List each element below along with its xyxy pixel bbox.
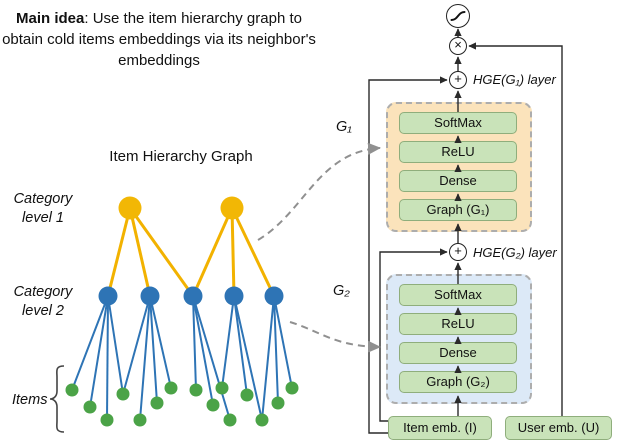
level2-edges	[71, 295, 293, 421]
user-embedding-box: User emb. (U)	[505, 416, 612, 440]
level1-edges	[106, 206, 276, 298]
g1-dashed-arrow	[257, 142, 381, 241]
hge1-layer-label: HGE(G₁) layer	[473, 72, 556, 87]
main-idea-note: Main idea: Use the item hierarchy graph …	[2, 8, 316, 71]
category-level2-nodes	[98, 286, 284, 306]
g1-tag: G₁	[336, 119, 352, 135]
items-label: Items	[12, 392, 48, 408]
multiply-op: ×	[449, 37, 467, 55]
hge2-layer-softmax: SoftMax	[399, 284, 517, 306]
main-idea-body: : Use the item hierarchy graph to obtain…	[2, 10, 316, 69]
hge1-layer-dense: Dense	[399, 170, 517, 192]
add-op-hge2: +	[449, 243, 467, 261]
category-level1-nodes	[118, 196, 244, 220]
item-nodes	[65, 381, 299, 427]
hge2-layer-graph: Graph (G₂)	[399, 371, 517, 393]
category-level1-label: Category level 1	[13, 191, 73, 226]
main-idea-heading: Main idea	[16, 10, 85, 27]
hge1-layer-graph: Graph (G₁)	[399, 199, 517, 221]
hge2-layer-relu: ReLU	[399, 313, 517, 335]
sigmoid-curve	[450, 11, 466, 21]
g2-tag: G₂	[333, 283, 350, 299]
g2-dashed-arrow	[289, 321, 381, 353]
add-op-hge1: +	[449, 71, 467, 89]
hge1-layer-softmax: SoftMax	[399, 112, 517, 134]
hge1-layer-relu: ReLU	[399, 141, 517, 163]
sigmoid-icon	[446, 4, 470, 28]
hge2-layer-dense: Dense	[399, 342, 517, 364]
graph-to-layer-arrows	[257, 142, 381, 353]
category-level2-label: Category level 2	[13, 284, 73, 319]
items-brace-icon	[49, 365, 65, 433]
hge2-layer-label: HGE(G₂) layer	[473, 245, 557, 260]
graph-title: Item Hierarchy Graph	[109, 148, 253, 165]
item-embedding-box: Item emb. (I)	[388, 416, 492, 440]
